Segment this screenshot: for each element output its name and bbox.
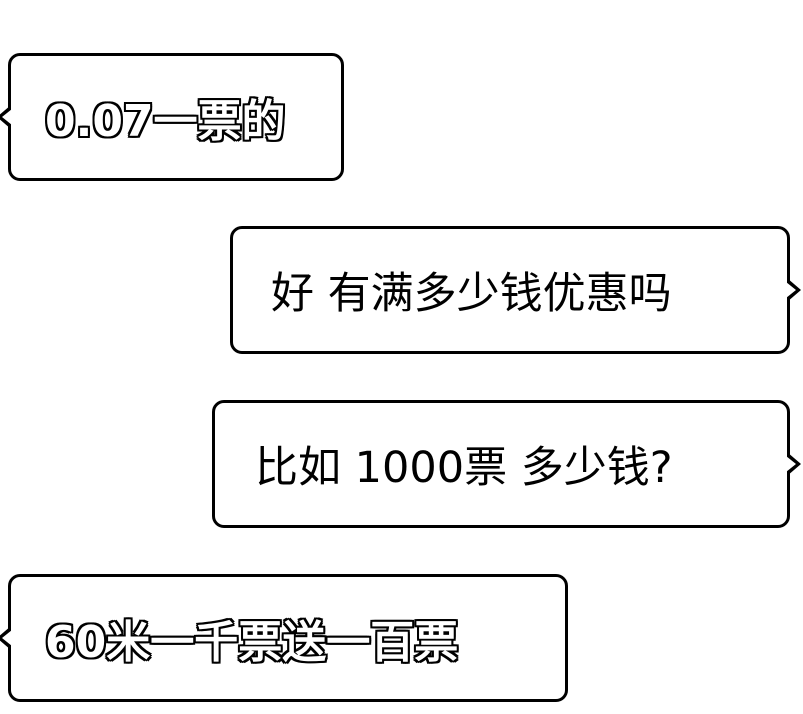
message-bubble-incoming: 60米一千票送一百票 — [0, 574, 568, 702]
bubble-tail — [0, 105, 12, 129]
message-bubble-incoming: 0.07一票的 — [0, 53, 344, 181]
message-text: 好 有满多少钱优惠吗 — [271, 269, 672, 319]
message-bubble-outgoing: 比如 1000票 多少钱? — [212, 400, 801, 528]
bubble-tail — [786, 452, 801, 476]
message-text: 60米一千票送一百票 — [44, 616, 459, 669]
message-bubble-outgoing: 好 有满多少钱优惠吗 — [230, 226, 801, 354]
message-text: 比如 1000票 多少钱? — [255, 443, 673, 493]
bubble-tail — [0, 626, 12, 650]
message-text: 0.07一票的 — [44, 95, 287, 148]
bubble-tail — [786, 278, 801, 302]
